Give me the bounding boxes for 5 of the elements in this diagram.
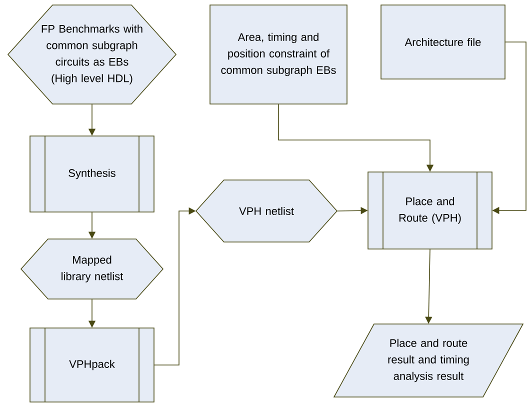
process-box: Place and Route (VPH) (368, 172, 492, 250)
input-box: Architecture file (380, 4, 506, 80)
input-box: Area, timing and position constraint of common subgraph EBs (210, 4, 348, 104)
process-box: VPHpack (30, 328, 154, 402)
process-box: Synthesis (30, 136, 154, 212)
